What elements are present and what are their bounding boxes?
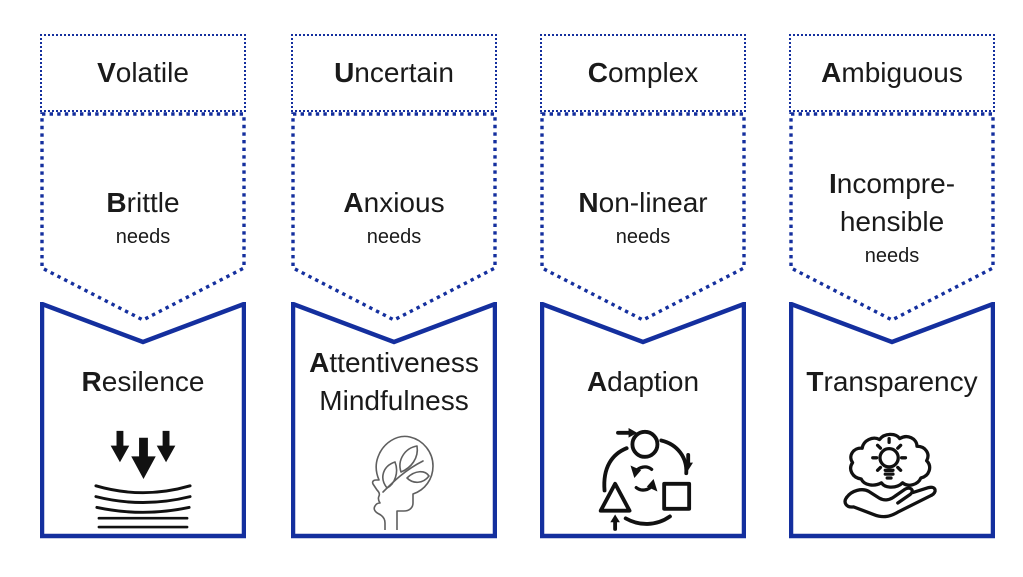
bani-banner-incomprehensible: Incompre- hensible needs [789,112,995,324]
column-volatile: Volatile Brittle needs Resilence [40,0,246,577]
bani-label: Brittle [106,187,180,218]
column-uncertain: Uncertain Anxious needs Attentiveness Mi… [291,0,497,577]
mindfulness-head-leaves-icon [371,435,434,530]
vuca-label: Complex [587,57,699,88]
response-box-adaption: Adaption [540,302,746,539]
bani-label-line2: hensible [839,206,945,237]
solid-notched-box-shape [789,302,995,539]
column-ambiguous: Ambiguous Incompre- hensible needs Trans… [789,0,995,577]
resilience-compression-icon [94,430,192,529]
response-label: Attentiveness [309,347,479,378]
needs-label: needs [615,226,671,248]
dotted-chevron-banner-shape [291,112,497,322]
bani-banner-anxious: Anxious needs [291,112,497,324]
response-label: Adaption [586,366,700,397]
bani-banner-brittle: Brittle needs [40,112,246,324]
vuca-label: Uncertain [334,57,454,88]
needs-label: needs [115,226,171,248]
bani-label: Anxious [343,187,445,218]
vuca-box-volatile: Volatile [40,34,246,112]
vuca-box-ambiguous: Ambiguous [789,34,995,112]
response-label: Resilence [81,366,205,397]
needs-label: needs [366,226,422,248]
brain-idea-hand-icon [843,432,937,519]
response-box-resilence: Resilence [40,302,246,539]
solid-notched-box-shape [40,302,246,539]
response-box-attentiveness: Attentiveness Mindfulness [291,302,497,539]
adaption-cycle-icon [598,428,693,531]
dotted-chevron-banner-shape [540,112,746,322]
bani-label: Non-linear [578,187,708,218]
vuca-box-complex: Complex [540,34,746,112]
response-box-transparency: Transparency [789,302,995,539]
solid-notched-box-shape [291,302,497,539]
bani-label: Incompre- [828,168,956,199]
vuca-label: Volatile [97,57,189,88]
vuca-box-uncertain: Uncertain [291,34,497,112]
response-label-line2: Mindfulness [319,385,469,416]
dotted-chevron-banner-shape [789,112,995,322]
solid-notched-box-shape [540,302,746,539]
needs-label: needs [864,245,920,267]
bani-banner-nonlinear: Non-linear needs [540,112,746,324]
response-label: Transparency [806,366,978,397]
vuca-label: Ambiguous [821,57,963,88]
column-complex: Complex Non-linear needs Adaption [540,0,746,577]
dotted-chevron-banner-shape [40,112,246,322]
